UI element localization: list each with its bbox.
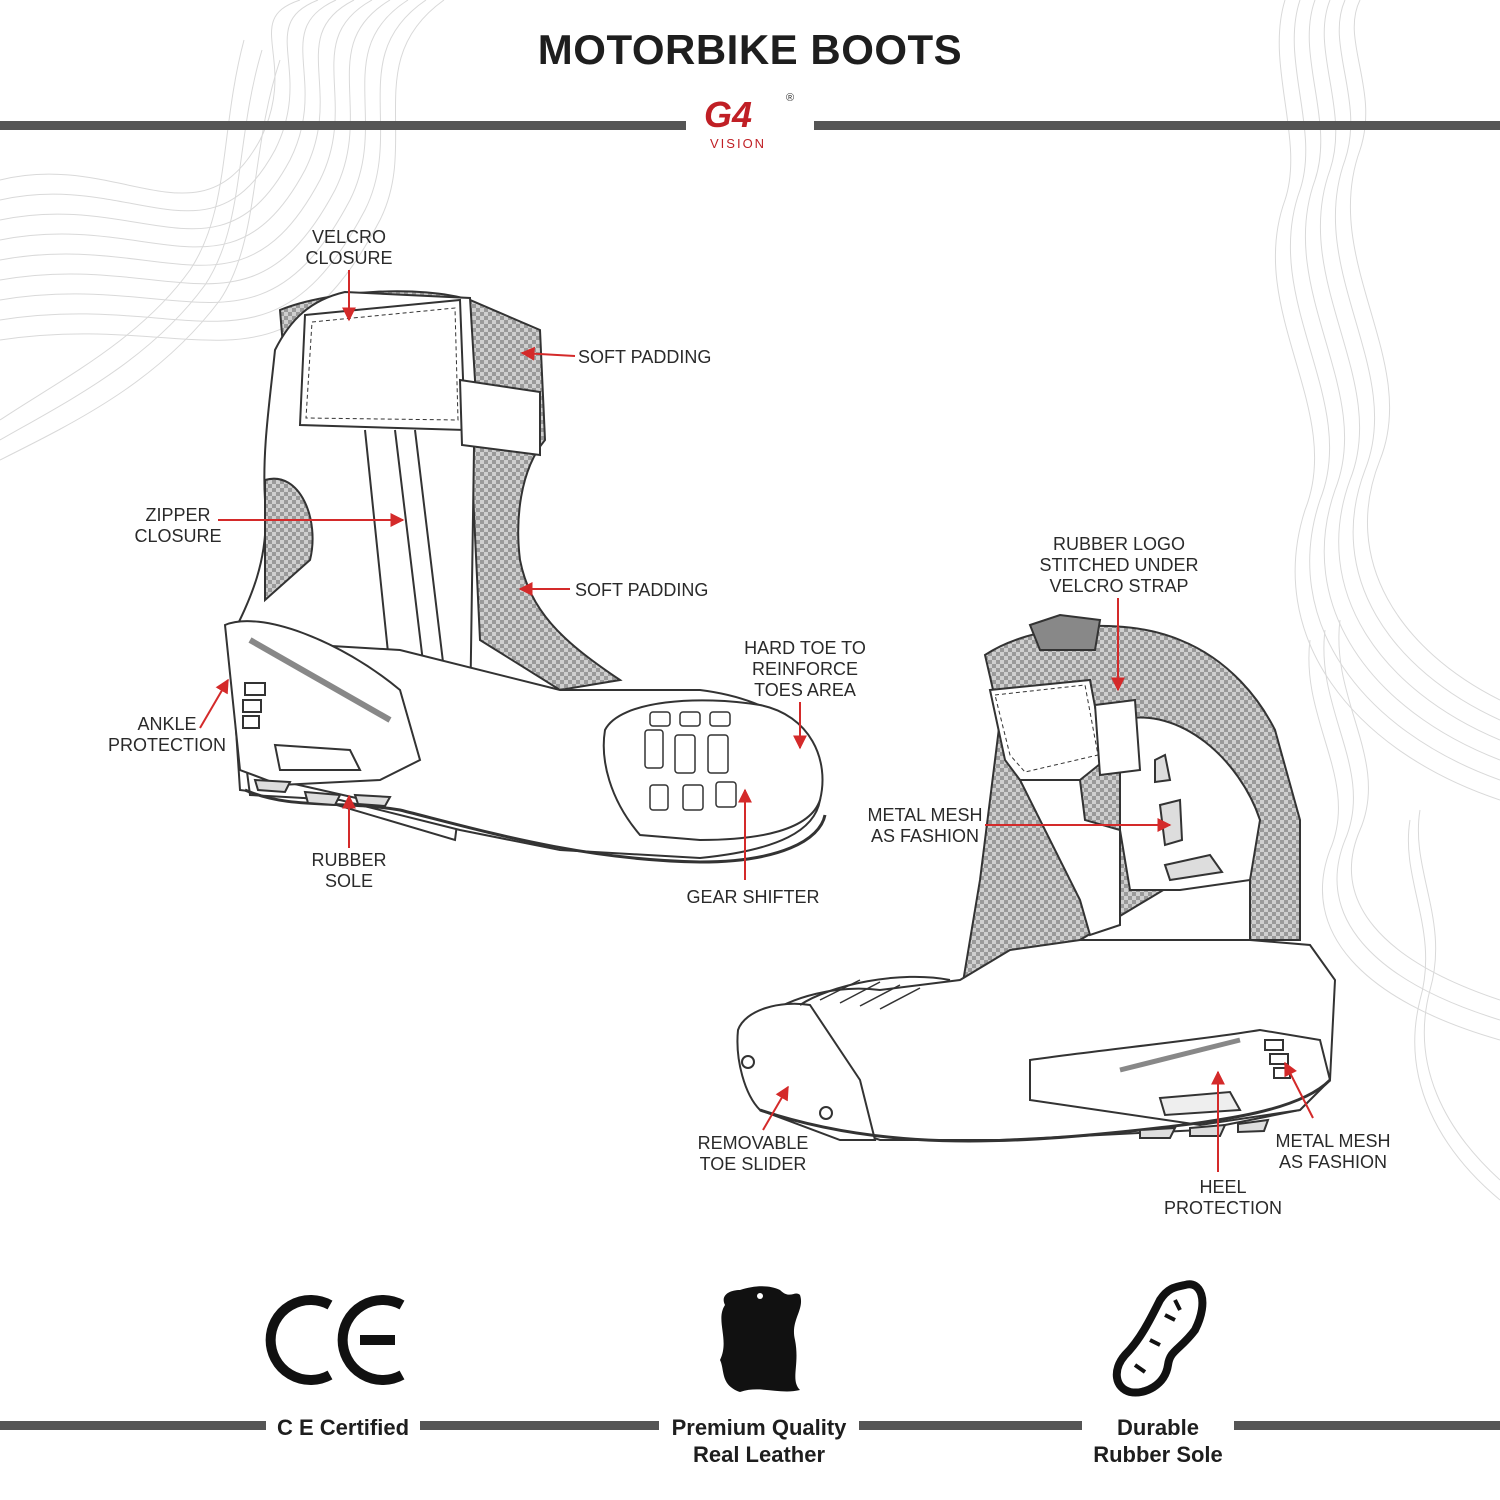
callout-arrows xyxy=(199,270,1314,1172)
label-soft-padding-top: SOFT PADDING xyxy=(578,347,712,367)
header-divider-right xyxy=(814,121,1500,130)
header-divider-left xyxy=(0,121,686,130)
feature-ce-certified: C E Certified xyxy=(266,1414,420,1441)
label-soft-padding-mid: SOFT PADDING xyxy=(575,580,709,600)
ce-mark-icon xyxy=(265,1295,405,1385)
brand-logo-registered: ® xyxy=(786,92,795,104)
brand-logo: G4 ® VISION xyxy=(700,92,810,154)
brand-logo-subtext: VISION xyxy=(710,136,767,151)
label-gear-shifter: GEAR SHIFTER xyxy=(686,887,820,907)
boot-angle-view xyxy=(736,613,1337,1143)
page-title: MOTORBIKE BOOTS xyxy=(537,26,963,73)
boot-sole-icon xyxy=(1112,1280,1207,1397)
brand-logo-mark: G4 xyxy=(704,94,753,135)
boot-side-view xyxy=(223,290,827,864)
leather-hide-icon xyxy=(720,1286,802,1392)
